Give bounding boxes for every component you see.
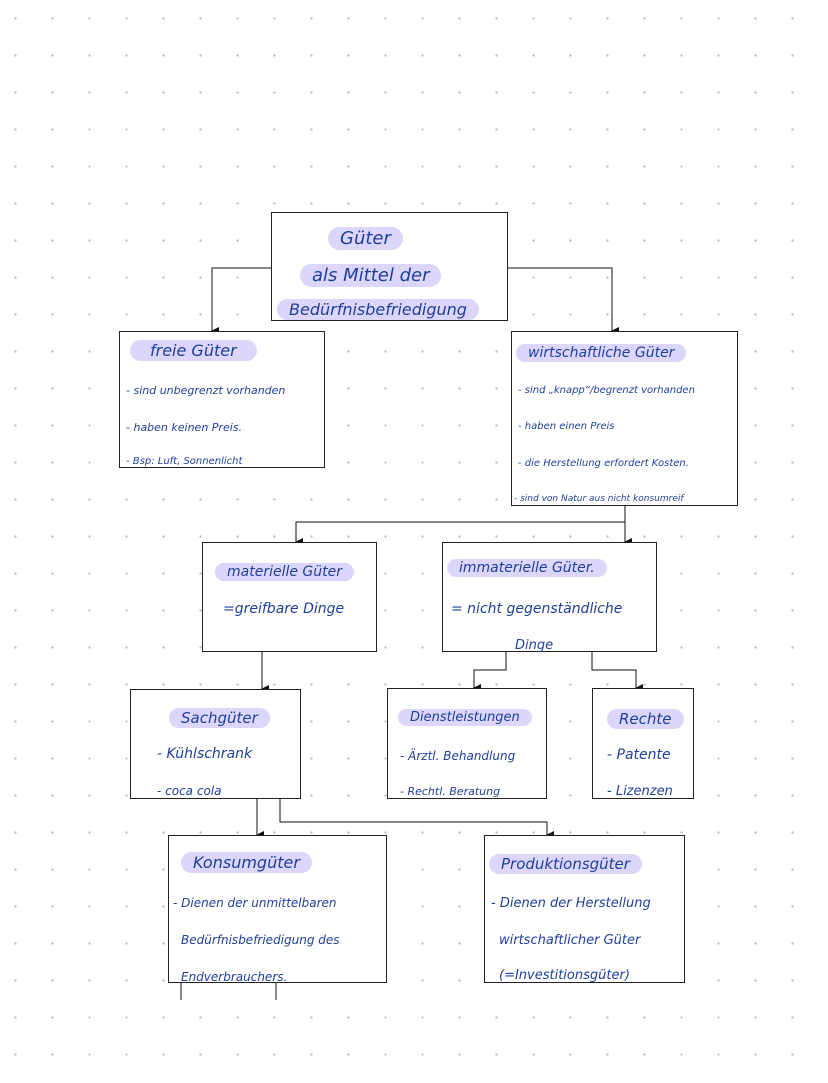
produktion-item-3: (=Investitionsgüter) [499, 968, 630, 983]
immaterielle-item-1: = nicht gegenständliche [451, 601, 623, 617]
materielle-title: materielle Güter [215, 563, 355, 581]
node-wirtschaftliche-gueter: wirtschaftliche Güter - sind „knapp“/beg… [511, 331, 738, 506]
wirtschaftliche-item-4: - sind von Natur aus nicht konsumreif [514, 494, 684, 504]
wirtschaftliche-item-2: - haben einen Preis [518, 421, 615, 432]
konsum-title: Konsumgüter [181, 852, 312, 873]
produktion-title: Produktionsgüter [489, 854, 642, 874]
sachgueter-title: Sachgüter [169, 708, 270, 728]
arrow-root-to-wirtschaftliche [508, 267, 619, 335]
sachgueter-item-1: - Kühlschrank [157, 746, 253, 762]
arrow-wirtschaftliche-to-materielle [295, 521, 625, 546]
root-node: Güter als Mittel der [271, 212, 508, 321]
dienstleistungen-item-2: - Rechtl. Beratung [400, 785, 501, 798]
rechte-item-1: - Patente [607, 747, 671, 763]
root-title-1: Güter [328, 227, 403, 250]
freie-title: freie Güter [130, 340, 257, 361]
dienstleistungen-title: Dienstleistungen [398, 709, 532, 726]
sachgueter-item-2: - coca cola [157, 784, 222, 798]
wirtschaftliche-item-3: - die Herstellung erfordert Kosten. [518, 458, 689, 469]
node-materielle-gueter: materielle Güter =greifbare Dinge [202, 542, 377, 652]
freie-item-1: - sind unbegrenzt vorhanden [126, 384, 286, 397]
node-immaterielle-gueter: immaterielle Güter. = nicht gegenständli… [442, 542, 657, 653]
root-title-2: als Mittel der [300, 264, 442, 287]
arrow-immaterielle-to-dienstleistungen [473, 652, 507, 692]
freie-item-2: - haben keinen Preis. [126, 421, 243, 434]
rechte-item-2: - Lizenzen [607, 784, 673, 799]
node-rechte: Rechte - Patente - Lizenzen [592, 688, 694, 799]
node-sachgueter: Sachgüter - Kühlschrank - coca cola [130, 689, 301, 799]
rechte-title: Rechte [607, 709, 684, 729]
konsum-item-1: - Dienen der unmittelbaren [173, 896, 337, 910]
wirtschaftliche-title: wirtschaftliche Güter [516, 344, 687, 362]
arrow-sachgueter-to-produktion [279, 798, 554, 839]
dienstleistungen-item-1: - Ärztl. Behandlung [400, 749, 516, 763]
node-freie-gueter: freie Güter - sind unbegrenzt vorhanden … [119, 331, 325, 468]
produktion-item-1: - Dienen der Herstellung [491, 896, 651, 911]
materielle-item-1: =greifbare Dinge [223, 601, 345, 617]
arrow-immaterielle-to-rechte [591, 652, 643, 692]
node-dienstleistungen: Dienstleistungen - Ärztl. Behandlung - R… [387, 688, 547, 799]
immaterielle-title: immaterielle Güter. [447, 559, 607, 577]
node-konsumgueter: Konsumgüter - Dienen der unmittelbaren B… [168, 835, 387, 984]
wirtschaftliche-item-1: - sind „knapp“/begrenzt vorhanden [518, 385, 695, 396]
root-title-3: Bedürfnisbefriedigung [277, 299, 479, 320]
freie-item-3: - Bsp: Luft, Sonnenlicht [126, 456, 243, 467]
immaterielle-item-2: Dinge [515, 638, 554, 653]
arrow-root-to-freie [211, 267, 272, 335]
konsum-item-2: Bedürfnisbefriedigung des [181, 933, 340, 947]
produktion-item-2: wirtschaftlicher Güter [499, 933, 641, 948]
node-produktionsgueter: Produktionsgüter - Dienen der Herstellun… [484, 835, 685, 983]
konsum-item-3: Endverbrauchers. [181, 970, 288, 984]
